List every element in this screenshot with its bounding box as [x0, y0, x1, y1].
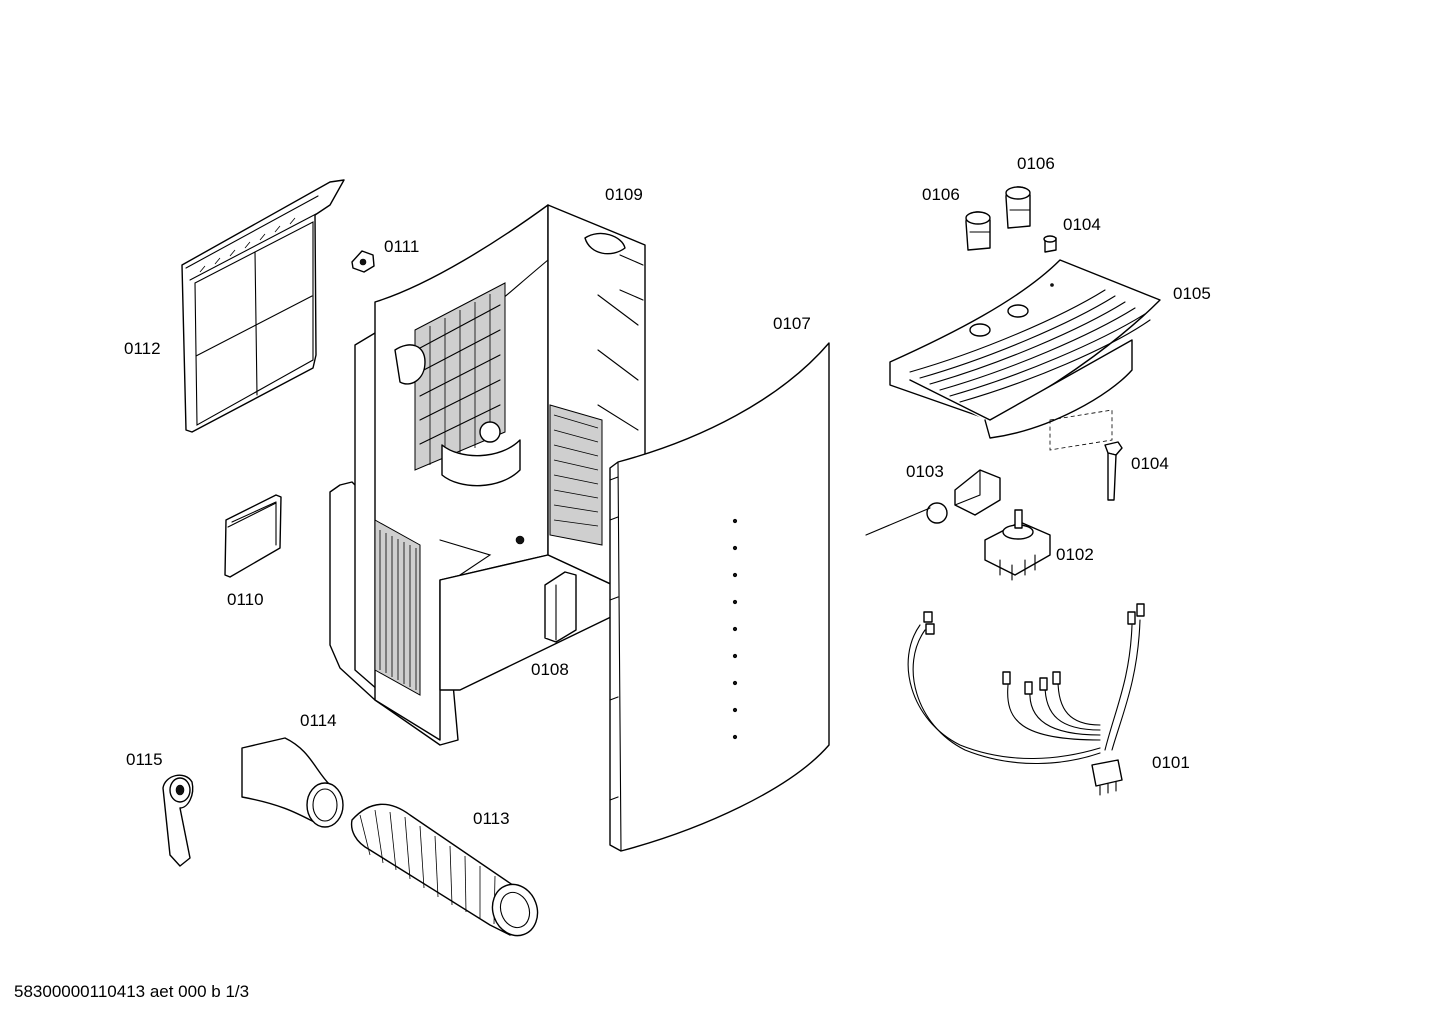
callout-0101: 0101: [1152, 753, 1190, 772]
callout-0113: 0113: [473, 809, 510, 828]
callout-0109: 0109: [605, 185, 643, 204]
callout-0111: 0111: [384, 237, 420, 256]
part-0106-knob-left: [965, 211, 991, 251]
callout-0115: 0115: [126, 750, 163, 769]
part-0113-hose: [350, 803, 539, 937]
callout-0108: 0108: [531, 660, 569, 679]
part-0104-sensor: [1104, 441, 1123, 501]
part-0104-button-top: [1043, 235, 1057, 253]
part-0112-filter-frame: [181, 179, 345, 433]
part-0110-plate: [224, 494, 282, 578]
part-0111-clip: [351, 250, 375, 273]
callout-0105: 0105: [1173, 284, 1211, 303]
callout-0114: 0114: [300, 711, 337, 730]
callout-0104-top: 0104: [1063, 215, 1101, 234]
callout-0106-right: 0106: [1017, 154, 1055, 173]
callout-0104-bottom: 0104: [1131, 454, 1169, 473]
part-0115-hook: [162, 774, 194, 867]
part-0109-housing: [329, 204, 646, 746]
callout-0106-left: 0106: [922, 185, 960, 204]
part-0102-switch: [984, 509, 1051, 581]
part-0114-adapter: [241, 737, 344, 828]
callout-0107: 0107: [773, 314, 811, 333]
part-0105-control-cover: [889, 259, 1161, 451]
part-0108-bracket: [544, 571, 577, 643]
part-0101-wire-harness: [907, 603, 1145, 796]
part-0103-thermostat: [865, 469, 1001, 536]
part-0107-front-panel: [609, 342, 830, 852]
callout-0103: 0103: [906, 462, 944, 481]
part-0106-knob-right: [1005, 186, 1031, 229]
callout-0102: 0102: [1056, 545, 1094, 564]
callout-0110: 0110: [227, 590, 264, 609]
callout-0112: 0112: [124, 339, 161, 358]
document-id-footer: 58300000110413 aet 000 b 1/3: [14, 982, 250, 1001]
